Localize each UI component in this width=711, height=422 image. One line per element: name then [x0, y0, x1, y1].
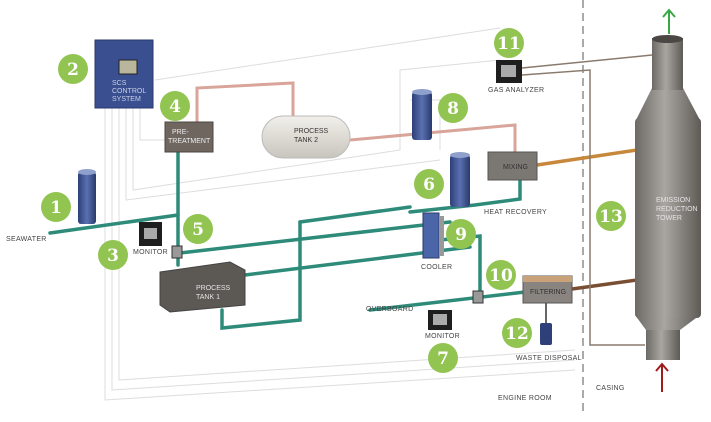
svg-text:1: 1 — [50, 198, 62, 218]
svg-text:5: 5 — [192, 220, 204, 240]
gas-pipes — [195, 81, 517, 152]
exhaust-out-arrow-icon — [662, 8, 676, 34]
svg-text:6: 6 — [423, 175, 435, 195]
svg-text:10: 10 — [489, 266, 513, 286]
svg-text:9: 9 — [455, 225, 467, 245]
cooler-label: COOLER — [421, 264, 452, 271]
analyzer-lines — [521, 54, 653, 346]
svg-text:7: 7 — [437, 349, 449, 369]
pump-6 — [450, 152, 470, 207]
number-badges: 1 2 3 4 5 6 7 8 9 10 11 12 13 — [41, 28, 626, 373]
svg-text:MIXING: MIXING — [503, 164, 528, 171]
cooler — [422, 212, 444, 259]
emission-reduction-tower: EMISSION REDUCTION TOWER — [635, 35, 701, 360]
monitor-7-label: MONITOR — [425, 333, 460, 340]
pump-8 — [412, 89, 432, 140]
svg-text:11: 11 — [497, 34, 521, 54]
tower-label: EMISSION REDUCTION TOWER — [656, 197, 700, 222]
filtering-unit: FILTERING — [522, 275, 573, 304]
svg-text:FILTERING: FILTERING — [530, 289, 566, 296]
exhaust-in-arrow-icon — [655, 362, 669, 392]
mixing-to-tower-pipe — [536, 148, 638, 167]
valve-10 — [472, 290, 484, 304]
heat-recovery-label: HEAT RECOVERY — [484, 209, 547, 216]
signal-lines — [104, 27, 576, 401]
svg-text:12: 12 — [505, 324, 529, 344]
overboard-label: OVERBOARD — [366, 306, 413, 313]
mixing-unit: MIXING — [487, 151, 538, 181]
waste-disposal-label: WASTE DISPOSAL — [516, 355, 582, 362]
monitor-3 — [139, 222, 162, 246]
engine-room-label: ENGINE ROOM — [498, 395, 552, 402]
svg-text:8: 8 — [447, 99, 459, 119]
pump-1 — [78, 169, 96, 224]
monitor-7 — [428, 310, 452, 330]
svg-text:PRE-TREATMENT: PRE-TREATMENT — [168, 129, 211, 145]
waste-disposal-tank — [540, 323, 552, 345]
svg-text:2: 2 — [67, 60, 79, 80]
svg-text:3: 3 — [107, 246, 119, 266]
pre-treatment-unit: PRE-TREATMENT — [164, 121, 214, 153]
casing-label: CASING — [596, 385, 625, 392]
svg-text:4: 4 — [169, 97, 181, 117]
gas-analyzer — [496, 60, 522, 83]
seawater-label: SEAWATER — [6, 236, 47, 243]
valve-5 — [171, 245, 183, 259]
monitor-3-label: MONITOR — [133, 249, 168, 256]
filtering-to-tower-pipe — [571, 278, 638, 291]
gas-analyzer-label: GAS ANALYZER — [488, 87, 544, 94]
svg-text:13: 13 — [599, 207, 623, 227]
